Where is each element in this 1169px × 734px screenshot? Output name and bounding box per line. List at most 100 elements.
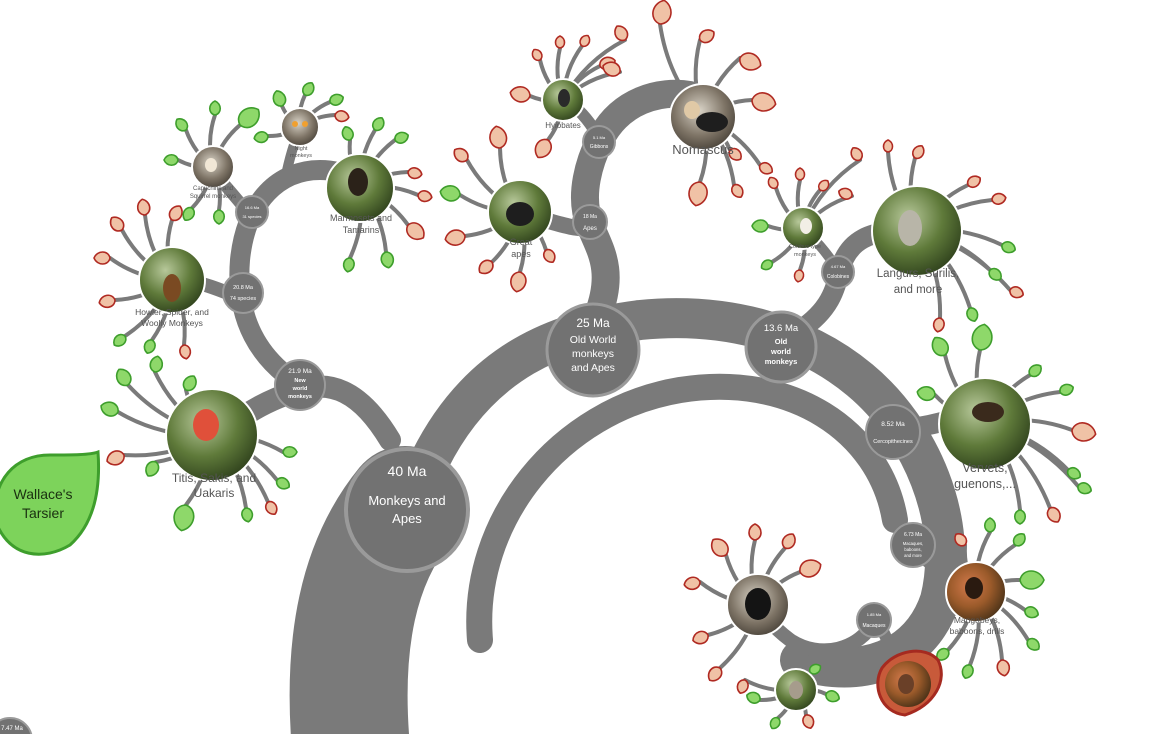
node-macaques[interactable]: 1.85 Ma Macaques [856,602,892,638]
leaf-red-icon[interactable] [727,146,744,163]
leaf-green-icon[interactable] [142,338,157,355]
photo-marmosets[interactable]: Marmosets and Tamarins [325,153,395,235]
leaf-red-icon[interactable] [691,629,710,646]
leaf-red-icon[interactable] [882,139,894,153]
leaf-green-icon[interactable] [241,507,254,523]
featured-leaf-wallaces-tarsier[interactable]: Wallace's Tarsier [0,449,101,556]
leaf-red-icon[interactable] [476,257,496,276]
leaf-green-icon[interactable] [745,690,762,705]
node-cercopithecines[interactable]: 8.52 Ma Cercopithecines [865,404,921,460]
leaf-green-icon[interactable] [1019,570,1045,590]
leaf-green-icon[interactable] [983,517,997,533]
node-gibbons[interactable]: 5.1 Ma Gibbons [582,125,616,159]
photo-howler[interactable]: Howler, Spider, and Woolly Monkeys [135,246,209,328]
leaf-green-icon[interactable] [208,100,222,116]
leaf-red-icon[interactable] [766,175,780,190]
leaf-red-icon[interactable] [952,531,969,548]
leaf-green-icon[interactable] [163,153,179,167]
leaf-green-icon[interactable] [393,130,410,145]
photo-titis[interactable]: Titis, Sakis, and Uakaris [165,388,259,500]
leaf-green-icon[interactable] [253,131,269,144]
node-apes[interactable]: 18 Ma Apes [572,204,608,240]
photo-great-apes[interactable]: Great apes [487,179,553,259]
leaf-green-icon[interactable] [282,445,298,459]
leaf-red-icon[interactable] [136,198,151,216]
photo-colobus[interactable]: Colobus type monkeys [781,206,825,258]
leaf-green-icon[interactable] [1011,531,1028,548]
leaf-green-icon[interactable] [111,332,128,349]
leaf-red-icon[interactable] [848,145,864,162]
node-31-species[interactable]: 16.6 Ma 31 species [235,195,269,229]
leaf-red-icon[interactable] [748,523,762,541]
leaf-red-icon[interactable] [1070,421,1097,443]
leaf-red-icon[interactable] [735,678,750,695]
node-colobines[interactable]: 4.67 Ma Colobines [821,255,855,289]
leaf-red-icon[interactable] [797,557,823,580]
leaf-green-icon[interactable] [180,205,196,222]
leaf-green-icon[interactable] [970,323,994,352]
node-macaques-baboons[interactable]: 6.73 Ma Macaques, baboons, and more [890,522,936,568]
leaf-green-icon[interactable] [380,251,395,269]
leaf-green-icon[interactable] [328,92,345,107]
node-74-species[interactable]: 20.8 Ma 74 species [222,272,264,314]
leaf-green-icon[interactable] [1000,240,1017,255]
leaf-green-icon[interactable] [916,385,936,402]
leaf-red-icon[interactable] [737,50,763,73]
leaf-red-icon[interactable] [793,269,805,283]
leaf-red-icon[interactable] [612,23,630,43]
leaf-red-icon[interactable] [757,160,774,176]
leaf-red-icon[interactable] [750,91,777,113]
leaf-red-icon[interactable] [167,203,185,223]
leaf-red-icon[interactable] [1045,505,1063,525]
node-new-world[interactable]: 21.9 Ma New world monkeys [274,359,326,411]
leaf-green-icon[interactable] [173,116,190,133]
leaf-green-icon[interactable] [960,663,975,680]
leaf-red-icon[interactable] [1008,285,1025,300]
leaf-green-icon[interactable] [1025,636,1042,653]
leaf-red-icon[interactable] [334,110,350,123]
leaf-red-icon[interactable] [263,499,279,516]
photo-night-monkeys[interactable]: Night monkeys [280,107,320,159]
leaf-red-icon[interactable] [179,344,192,360]
leaf-red-icon[interactable] [578,33,592,48]
leaf-green-icon[interactable] [824,689,841,704]
node-bottom-left[interactable]: 7.47 Ma [0,717,33,734]
leaf-red-icon[interactable] [417,190,433,203]
node-old-world-apes[interactable]: 25 Ma Old World monkeys and Apes [545,302,641,398]
leaf-green-icon[interactable] [340,125,355,142]
leaf-red-icon[interactable] [837,186,854,201]
leaf-red-icon[interactable] [705,664,724,684]
leaf-red-icon[interactable] [107,214,126,234]
leaf-red-icon[interactable] [403,219,428,243]
leaf-red-icon[interactable] [509,85,531,103]
leaf-red-icon[interactable] [541,247,557,264]
leaf-green-icon[interactable] [370,115,386,132]
leaf-red-icon[interactable] [996,659,1011,677]
leaf-green-icon[interactable] [929,334,952,359]
leaf-green-icon[interactable] [965,306,980,323]
leaf-red-icon[interactable] [707,535,731,560]
leaf-red-icon[interactable] [105,449,127,468]
leaf-red-icon[interactable] [488,125,508,150]
leaf-red-icon[interactable] [817,178,832,193]
node-old-world-monkeys[interactable]: 13.6 Ma Old world monkeys [744,310,818,384]
leaf-red-icon[interactable] [530,47,544,62]
node-monkeys-apes[interactable]: 40 Ma Monkeys and Apes [344,447,470,573]
leaf-red-icon[interactable] [554,35,566,49]
leaf-red-icon[interactable] [509,271,527,293]
leaf-green-icon[interactable] [271,89,288,108]
leaf-green-icon[interactable] [1027,362,1044,379]
photo-vervets[interactable]: Vervets, guenons,... [938,377,1032,491]
leaf-red-icon[interactable] [451,145,471,164]
leaf-red-icon[interactable] [687,180,709,207]
leaf-green-icon[interactable] [1076,481,1093,496]
leaf-red-icon[interactable] [93,251,111,265]
photo-langurs[interactable]: Langurs, Surilis, and more [871,185,963,296]
leaf-red-icon[interactable] [965,173,982,189]
leaf-green-icon[interactable] [1013,509,1027,525]
photo-mangabeys[interactable]: Mangabeys, baboons, drills [945,561,1007,636]
leaf-red-icon[interactable] [910,143,926,160]
leaf-red-icon[interactable] [444,229,466,247]
leaf-green-icon[interactable] [99,400,121,419]
leaf-red-icon[interactable] [932,317,945,333]
